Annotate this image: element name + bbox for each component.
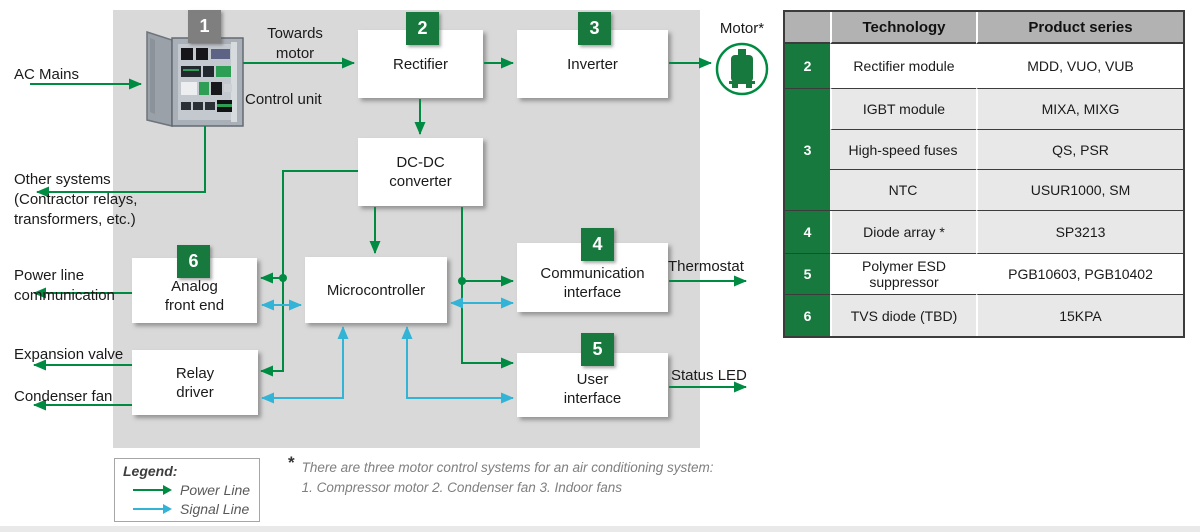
table-corner-cell	[785, 12, 830, 44]
label-ac-mains: AC Mains	[14, 66, 80, 83]
table-row: 3 IGBT module MIXA, MIXG	[785, 89, 1183, 211]
label-condenser-fan: Condenser fan	[14, 388, 113, 405]
technology-cell: IGBT module	[830, 89, 976, 130]
table-header-row: Technology Product series	[785, 12, 1183, 44]
bottom-edge-strip	[0, 526, 1200, 532]
badge-4: 4	[581, 228, 614, 261]
block-label: Rectifier	[392, 55, 448, 73]
label-control-unit: Control unit	[245, 91, 322, 108]
block-label: front end	[164, 296, 225, 314]
table-row: 2 Rectifier module MDD, VUO, VUB	[785, 44, 1183, 89]
footnote: * There are three motor control systems …	[288, 453, 714, 498]
series-cell: PGB10603, PGB10402	[976, 254, 1183, 295]
series-cell: USUR1000, SM	[976, 170, 1183, 211]
badge-2: 2	[406, 12, 439, 45]
row-number-cell: 4	[785, 211, 830, 254]
label-other-systems: Other systems (Contractor relays, transf…	[14, 171, 138, 228]
series-cell: QS, PSR	[976, 130, 1183, 170]
label-status-led: Status LED	[671, 367, 747, 384]
table-row: 4 Diode array * SP3213	[785, 211, 1183, 254]
row-number-cell: 2	[785, 44, 830, 89]
column-header-product-series: Product series	[976, 12, 1183, 44]
technology-cell: High-speed fuses	[830, 130, 976, 170]
series-cell: MIXA, MIXG	[976, 89, 1183, 130]
table-row: NTC USUR1000, SM	[785, 170, 1183, 211]
row-number-cell: 3	[785, 89, 830, 211]
block-microcontroller: Microcontroller	[305, 257, 447, 323]
label-motor: Motor*	[719, 20, 765, 37]
block-label: interface	[563, 390, 622, 407]
block-label: interface	[563, 283, 622, 301]
motor-icon	[715, 42, 769, 96]
technology-cell: NTC	[830, 170, 976, 211]
block-label: converter	[389, 173, 452, 190]
product-table: Technology Product series 2 Rectifier mo…	[783, 10, 1185, 338]
series-cell: 15KPA	[976, 295, 1183, 336]
column-header-technology: Technology	[830, 12, 976, 44]
row-number-cell: 5	[785, 254, 830, 295]
block-label: Relay	[175, 364, 215, 382]
row-number-cell: 6	[785, 295, 830, 336]
control-cabinet-image	[146, 30, 244, 127]
table-row: 6 TVS diode (TBD) 15KPA	[785, 295, 1183, 336]
block-label: Microcontroller	[326, 281, 426, 299]
badge-1: 1	[188, 10, 221, 43]
label-expansion-valve: Expansion valve	[14, 346, 124, 363]
block-label: driver	[176, 383, 214, 401]
block-dcdc-converter: DC-DC converter	[358, 138, 483, 206]
legend-title: Legend:	[123, 463, 178, 479]
series-cell: MDD, VUO, VUB	[976, 44, 1183, 89]
technology-cell: TVS diode (TBD)	[830, 295, 976, 336]
technology-cell: Diode array *	[830, 211, 976, 254]
legend-box: Legend: Power Line Signal Line	[114, 458, 260, 522]
series-cell: SP3213	[976, 211, 1183, 254]
legend-item-signal-line: Signal Line	[133, 501, 251, 517]
block-label: Inverter	[567, 55, 618, 73]
signal-line-arrow-icon	[133, 504, 172, 514]
block-label: User	[576, 371, 609, 388]
legend-item-label: Power Line	[180, 482, 251, 498]
badge-6: 6	[177, 245, 210, 278]
block-label: DC-DC	[396, 154, 445, 171]
legend-item-label: Signal Line	[180, 501, 250, 517]
badge-3: 3	[578, 12, 611, 45]
footnote-text: There are three motor control systems fo…	[301, 460, 714, 495]
legend-item-power-line: Power Line	[133, 482, 251, 498]
block-label: Communication	[540, 264, 645, 282]
power-line-arrow-icon	[133, 485, 172, 495]
label-thermostat: Thermostat	[668, 258, 744, 275]
table-row: 5 Polymer ESD suppressor PGB10603, PGB10…	[785, 254, 1183, 295]
label-towards-motor: Towards motor	[267, 25, 323, 62]
block-relay-driver: Relay driver	[132, 350, 258, 415]
label-power-line-communication: Power line communication	[14, 267, 115, 304]
table-row: High-speed fuses QS, PSR	[785, 130, 1183, 170]
badge-5: 5	[581, 333, 614, 366]
technology-cell: Rectifier module	[830, 44, 976, 89]
technology-cell: Polymer ESD suppressor	[830, 254, 976, 295]
footnote-asterisk: *	[288, 453, 295, 472]
block-label: Analog	[171, 277, 218, 295]
